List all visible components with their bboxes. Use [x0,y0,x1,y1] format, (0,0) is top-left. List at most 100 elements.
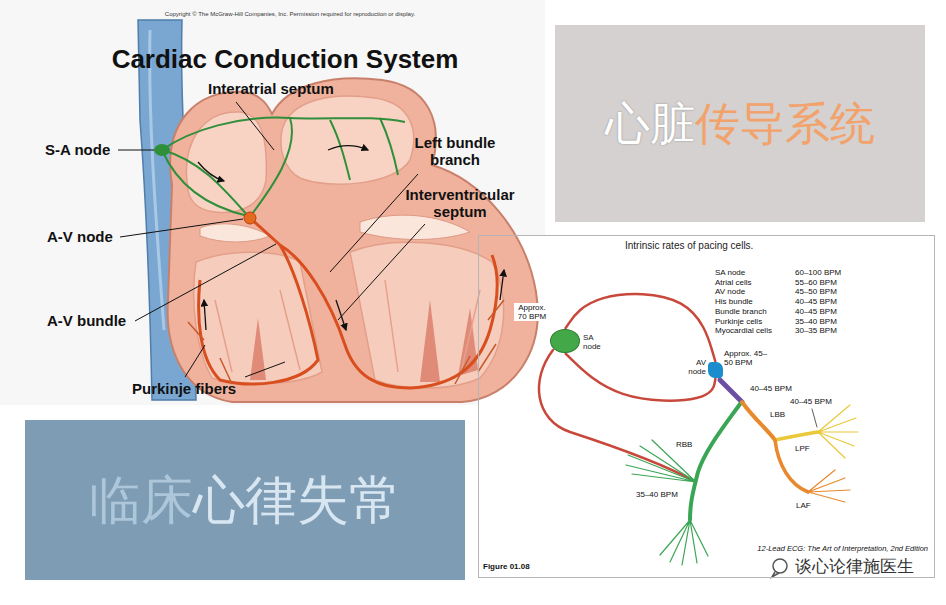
ventricular-bundles [244,212,256,224]
part-name: S-A node [45,141,110,158]
heart-drawing [281,96,414,184]
heading-text: 临床 [89,469,193,531]
rate-note: 40–45 BPM [790,397,832,406]
leader-line [135,244,276,321]
watermark: 谈心论律施医生 [795,557,914,577]
heart-drawing [250,318,266,380]
flow-arrow [328,146,368,151]
vena-cava [150,30,164,330]
flow-arrow [204,300,206,330]
rate-note: Approx. 45–50 BPM [724,349,772,367]
conduction-figure [818,405,858,458]
sa-node-oval: SA node [550,329,580,353]
leader-line [118,102,425,377]
part-name: Interventricular septum [390,186,530,221]
atrial-pathways [162,118,405,150]
leader-line [236,102,274,150]
branch-name: LAF [796,501,811,510]
conduction-figure [775,432,818,440]
table-cell-name: Purkinje cells [715,317,762,326]
table-cell-rate: 45–50 BPM [795,287,837,296]
table-cell-rate: 60–100 BPM [795,268,841,277]
flow-arrow [500,270,504,300]
internodal-pathway [565,294,716,362]
table-cell-rate: 55–60 BPM [795,278,837,287]
branch-name: RBB [676,440,692,449]
heart-drawing [187,112,267,213]
conduction-figure [720,380,742,402]
atrial-pathways [330,120,350,180]
atrial-pathways [162,150,248,216]
watermark-icon [773,559,787,573]
branch-name: LPF [795,444,810,453]
conduction-figure [690,404,740,520]
flow-arrow [198,162,224,181]
conduction-figure [812,409,817,427]
rate-note: 35–40 BPM [636,490,678,499]
leader-line [120,219,243,237]
leader-line [338,224,425,320]
leader-line [245,362,285,377]
internodal-pathway [565,353,716,401]
leader-line [185,345,205,377]
table-cell-rate: 40–45 BPM [795,297,837,306]
conduction-figure [742,402,775,440]
panel-ground [0,0,935,578]
heart-drawing [168,78,538,402]
flow-arrow [198,146,504,331]
atrial-pathways [162,150,248,216]
part-name: A-V node [47,228,113,245]
table-cell-name: Atrial cells [715,278,751,287]
panel-ground [0,0,545,405]
flow-arrow [336,300,346,330]
heart-drawing [420,300,440,382]
node-name: AV node [684,358,706,376]
table-cell-name: His bundle [715,297,753,306]
title-panel: 心脏传导系统 [555,25,925,222]
table-cell-name: SA node [715,268,745,277]
ventricular-bundles [199,245,318,384]
ventricular-bundles [188,300,504,384]
copyright-note: Copyright © The McGraw-Hill Companies, I… [140,11,440,18]
heart-drawing [194,252,322,384]
conduction-figure [660,520,708,565]
leader-line [330,174,418,272]
part-name: Left bundle branch [400,134,510,169]
table-cell-name: AV node [715,287,745,296]
av-node-shape: AV node [708,362,723,378]
table-cell-rate: 30–35 BPM [795,326,837,335]
rate-note: 40–45 BPM [750,384,792,393]
heading-text: 心律失常 [193,469,401,531]
heart-drawing [350,242,504,388]
atrial-pathways [155,145,169,155]
table-cell-rate: 40–45 BPM [795,307,837,316]
branch-name: LBB [770,410,785,419]
leader-line [118,150,154,151]
figure-number: Figure 01.08 [483,562,530,571]
figure-title: Intrinsic rates of pacing cells. [625,240,753,252]
heading-text: 心脏 [605,97,695,151]
panel-ground [478,235,935,578]
watermark-icon [772,572,779,577]
rate-note: Approx. 70 BPM [514,303,550,321]
table-cell-name: Bundle branch [715,307,767,316]
node-name: SA node [583,333,607,351]
figure-title: Cardiac Conduction System [90,44,480,75]
ventricular-bundles [188,212,504,388]
atrial-pathways [380,118,398,175]
atrial-pathways [252,118,292,214]
heading-text: 传导系统 [695,97,875,151]
conduction-figure [808,470,850,502]
watermark-icon [772,559,787,577]
figure-panel: SA node AV node Intrinsic rates of pacing … [478,235,935,578]
title-panel: 临床心律失常 [25,420,465,580]
table-cell-name: Myocardial cells [715,326,772,335]
part-name: Interatrial septum [208,80,334,97]
conduction-figure [539,350,858,565]
source-note: 12-Lead ECG: The Art of Interpretation, … [757,545,928,554]
table-cell-rate: 35–40 BPM [795,317,837,326]
atrial-pathways [155,118,405,216]
conduction-figure [626,440,696,482]
part-name: Purkinje fibers [132,380,236,397]
